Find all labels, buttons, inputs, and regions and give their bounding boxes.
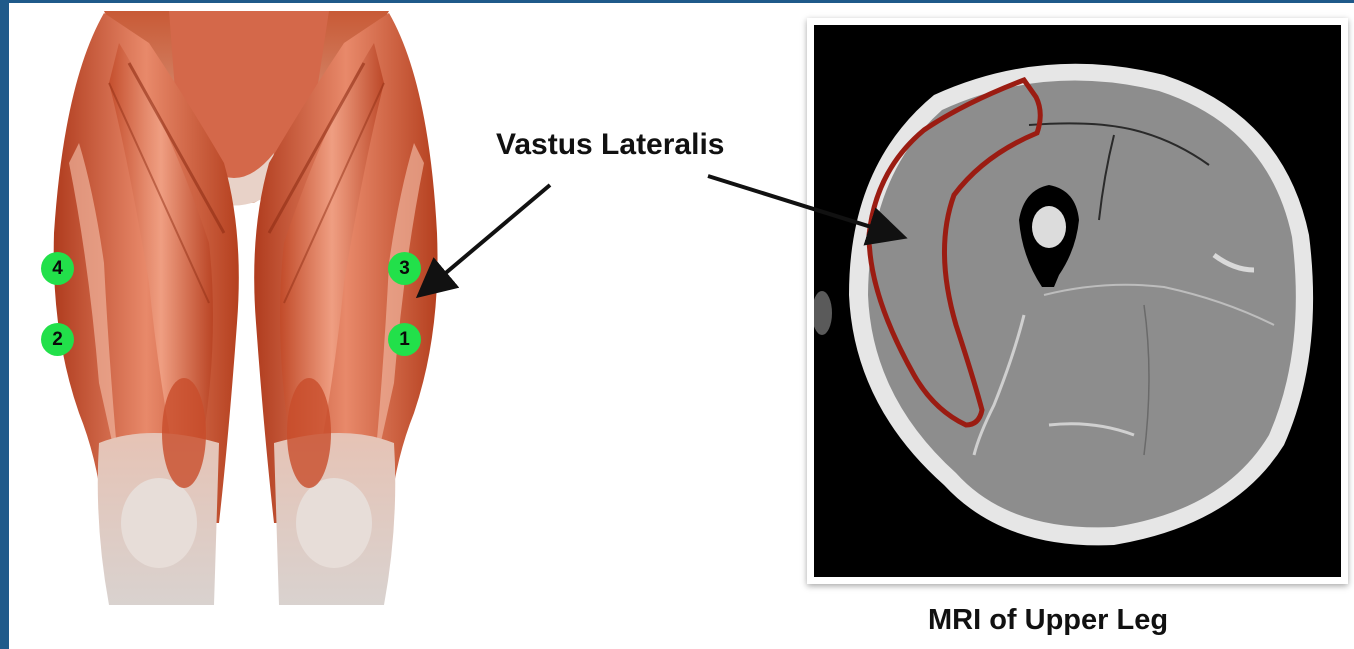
marker-2: 2 xyxy=(41,323,74,356)
vastus-lateralis-label: Vastus Lateralis xyxy=(496,128,724,162)
left-border xyxy=(0,0,9,649)
marker-3: 3 xyxy=(388,252,421,285)
marker-1: 1 xyxy=(388,323,421,356)
mri-image-frame xyxy=(807,18,1348,584)
thigh-muscle-illustration xyxy=(9,3,460,605)
marker-4: 4 xyxy=(41,252,74,285)
mri-cross-section xyxy=(814,25,1341,577)
mri-caption: MRI of Upper Leg xyxy=(928,604,1168,637)
